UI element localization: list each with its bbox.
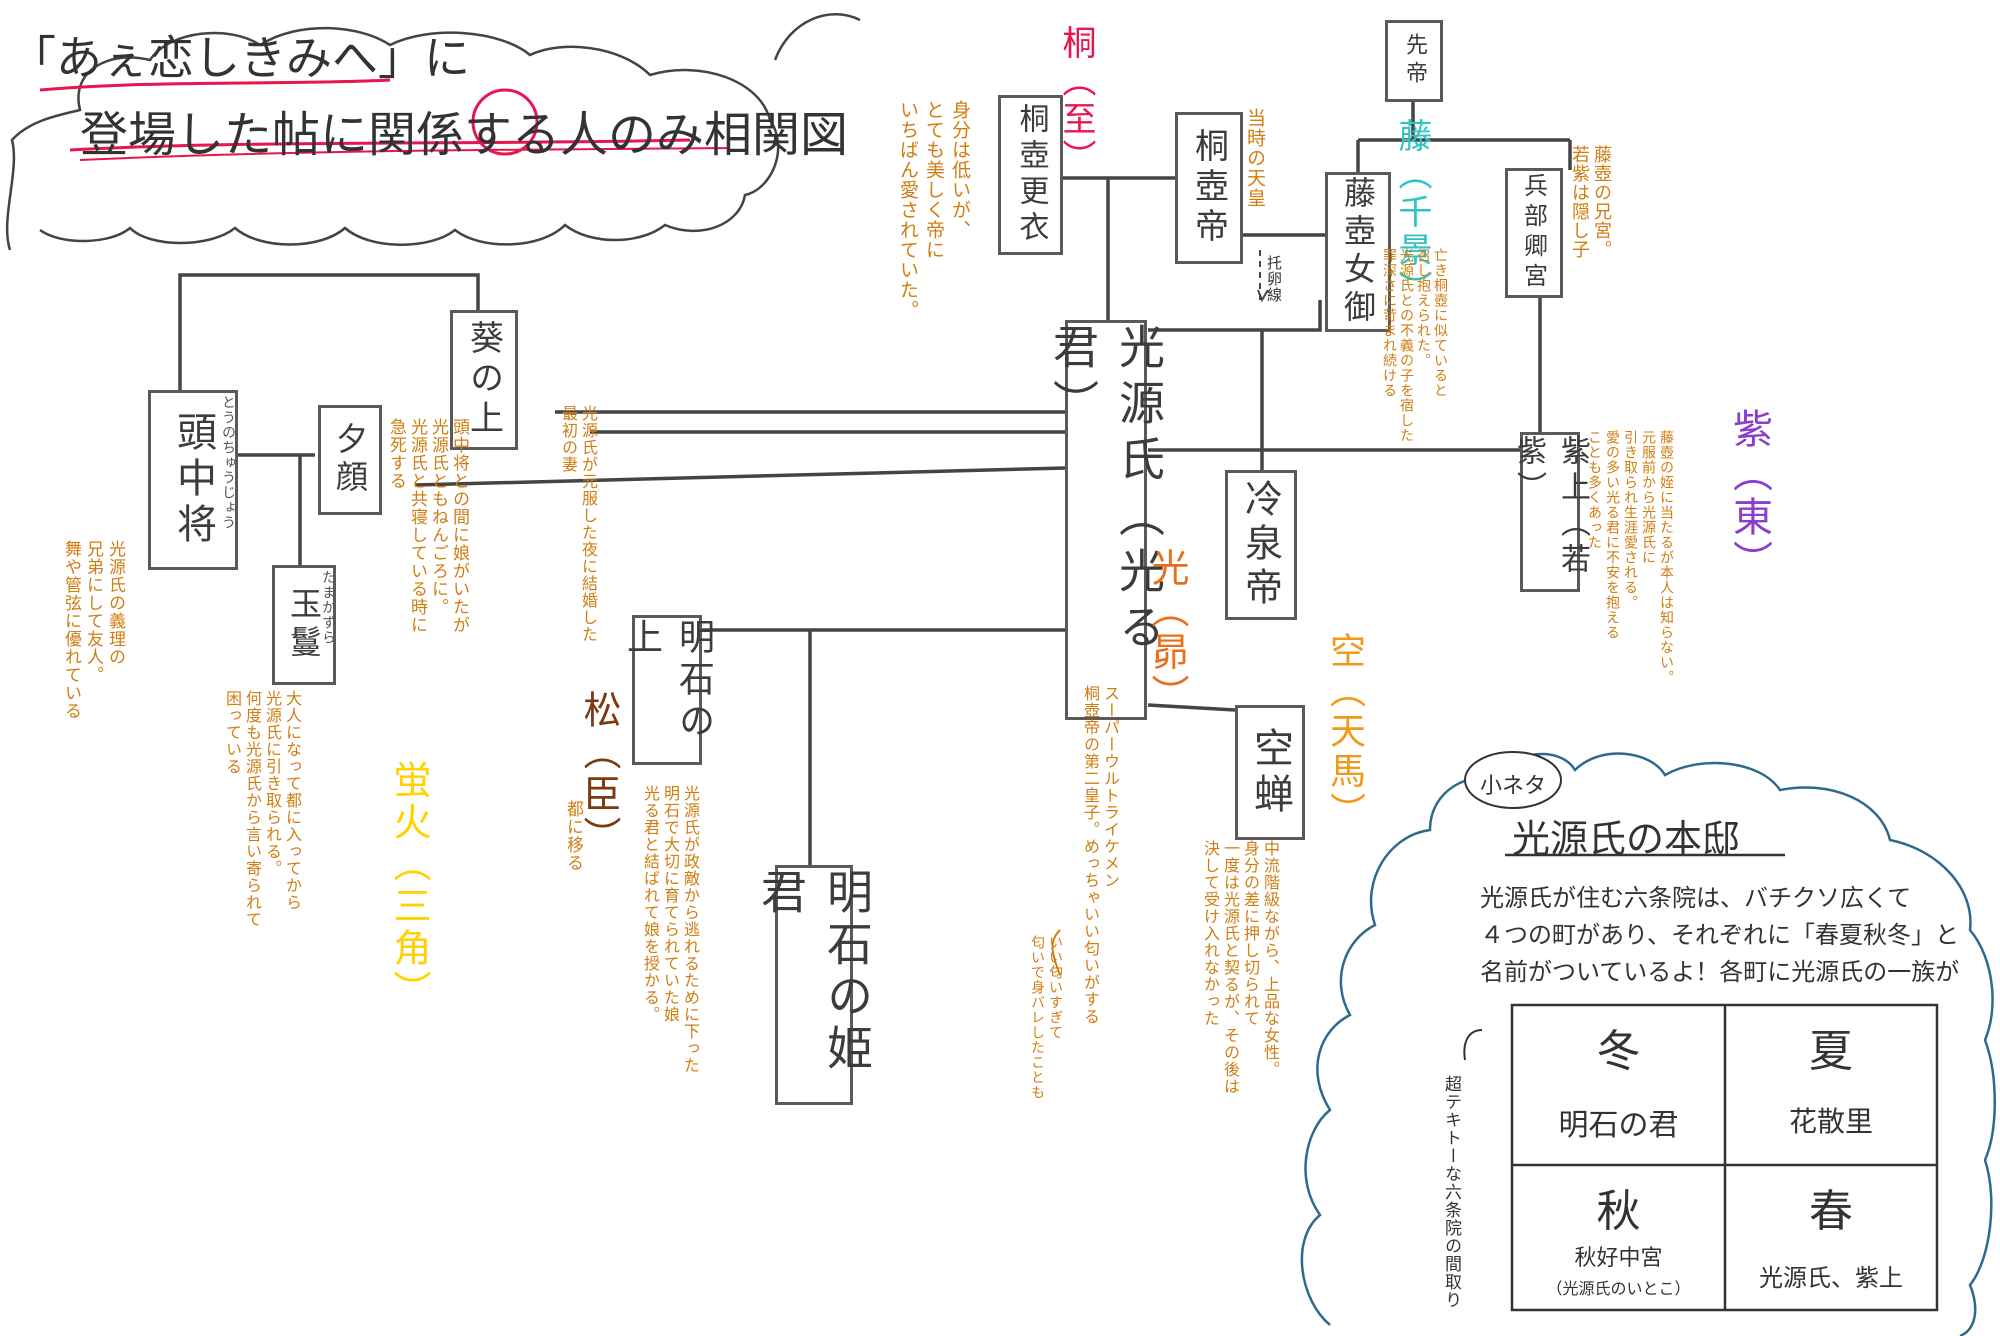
trivia-body-3: 名前がついているよ！各町に光源氏の一族が: [1480, 958, 1960, 986]
note-kiritsubo-koui: 身分は低いが、 とても美しく帝に いちばん愛されていた。: [897, 100, 971, 320]
nick-murasaki: 紫（東）: [1726, 408, 1772, 584]
summer-name: 花散里: [1788, 1105, 1873, 1138]
person-akashi-hime: 明石の姫君: [754, 865, 874, 1105]
person-aoi: 葵の上: [450, 310, 518, 450]
summer-season: 夏: [1809, 1026, 1853, 1077]
person-utsusemi: 空蝉: [1235, 705, 1305, 840]
person-tamakazura: 玉鬘: [272, 565, 336, 685]
title-line-2: 登場した帖に関係する人のみ相関図: [80, 107, 849, 163]
trivia-tag-bubble: [1464, 751, 1562, 809]
nick-hikaru: 光（昴）: [1145, 548, 1189, 716]
winter-name: 明石の君: [1558, 1108, 1679, 1143]
person-kiritsubo-tei: 桐壺帝: [1175, 112, 1243, 264]
note-yugao: 頭中将との間に娘がいたが 光源氏ともねんごろに。 光源氏と共寝している時に 急死…: [386, 418, 469, 634]
trivia-body-1: 光源氏が住む六条院は、バチクソ広くて: [1480, 884, 1912, 912]
title-underline-1: [39, 78, 391, 92]
nick-sora: 空（天馬）: [1324, 632, 1365, 832]
person-sentei: 先帝: [1385, 20, 1443, 102]
side-note-arrow: [1463, 1029, 1483, 1061]
nick-hotaru: 蛍火（三角）: [387, 760, 431, 1012]
note-murasaki: 藤壺の姪に当たるが本人は知らない。 元服前から光源氏に 引き取られ生涯愛される。…: [1586, 430, 1674, 685]
smell-arrow: [1051, 929, 1061, 976]
person-genji: 光源氏（光る君）: [1046, 320, 1166, 720]
person-hyoubukyou: 兵部卿宮: [1505, 168, 1563, 298]
autumn-sub: （光源氏のいとこ）: [1546, 1279, 1691, 1298]
nick-fuji: 藤（千景）: [1392, 118, 1432, 308]
title-underline-2: [69, 138, 691, 152]
note-utsusemi: 中流階級ながら、上品な女性。 身分の差に押し切られて 一度は光源氏と契るが、その…: [1201, 840, 1280, 1095]
nick-kiri: 桐（至）: [1056, 25, 1096, 177]
nick-matsu: 松（臣）: [577, 690, 621, 858]
note-akashi: 光源氏が政敵から逃れるために下った 明石で大切に育てられていた娘 光る君と結ばれ…: [641, 785, 700, 1074]
trivia-title: 光源氏の本邸: [1512, 817, 1741, 861]
winter-season: 冬: [1596, 1026, 1641, 1077]
title-cloud-top: [773, 13, 861, 61]
note-genji-smell: いい匂いすぎて 匂いで身バレしたことも: [1029, 935, 1063, 1100]
person-yugao: 夕顔: [318, 405, 382, 515]
note-tamakazura: 大人になって都に入ってから 光源氏に引き取られる。 何度も光源氏から言い寄られて…: [223, 690, 302, 928]
person-murasaki: 紫上（若紫）: [1511, 432, 1590, 592]
note-aoi: 光源氏が元服した夜に結婚した 最初の妻: [559, 405, 598, 643]
title-underline-3: [79, 147, 731, 161]
person-fujitsubo: 藤壺女御: [1325, 172, 1391, 332]
title-circle: [471, 88, 539, 156]
ruby-tamakazura: たまかずら: [320, 570, 336, 645]
note-kiritsubo-tei: 当時の天皇: [1244, 108, 1266, 208]
note-takuran: 托卵線: [1265, 255, 1283, 303]
autumn-season: 秋: [1596, 1186, 1641, 1237]
trivia-body-2: ４つの町があり、それぞれに「春夏秋冬」と: [1480, 921, 1960, 949]
trivia-cloud: [1300, 752, 1996, 1336]
person-tounochujo: 頭中将: [148, 390, 238, 570]
person-kiritsubo-koui: 桐壺更衣: [998, 95, 1063, 255]
note-tounochujo: 光源氏の義理の 兄弟にして友人。 舞や管弦に優れている: [61, 540, 125, 720]
spring-season: 春: [1809, 1186, 1853, 1237]
house-grid: [1510, 1003, 1939, 1312]
note-genji: スーパーウルトライケメン 桐壺帝の第二皇子。めっちゃいい匂いがする: [1081, 685, 1120, 1025]
title-line-1: 「あぇ恋しきみへ」に: [10, 31, 470, 85]
title-cloud: [5, 26, 780, 251]
tree-lines: [178, 100, 1572, 870]
note-fujitsubo: 亡き桐壺に似ていると 召し抱えられた。 光源氏との不義の子を宿した 罪深さに苛ま…: [1381, 248, 1448, 443]
autumn-name: 秋好中宮: [1574, 1246, 1663, 1271]
note-hyoubukyou: 藤壺の兄宮。 若紫は隠し子: [1569, 145, 1612, 259]
person-reizei: 冷泉帝: [1225, 470, 1297, 620]
ruby-tounochujo: とうのちゅうじょう: [220, 395, 236, 530]
spring-name: 光源氏、紫上: [1759, 1264, 1903, 1292]
trivia-side-note: 超テキトーな六条院の間取り: [1441, 1075, 1461, 1309]
trivia-tag: 小ネタ: [1480, 774, 1547, 799]
note-matsu: 都に移る: [563, 800, 583, 872]
person-akashi: 明石の上: [621, 615, 714, 765]
